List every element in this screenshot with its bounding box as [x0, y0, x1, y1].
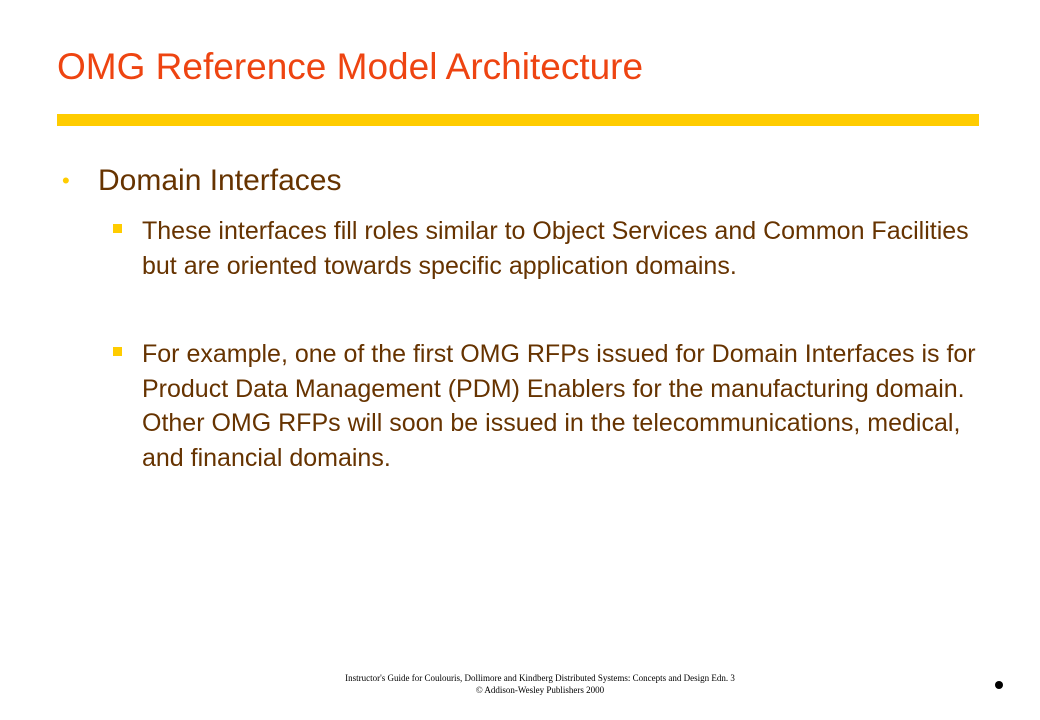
square-bullet-icon [113, 224, 122, 233]
slide-footer: Instructor's Guide for Coulouris, Dollim… [240, 672, 840, 696]
bullet-heading: Domain Interfaces [98, 164, 342, 197]
footer-citation: Instructor's Guide for Coulouris, Dollim… [345, 673, 735, 683]
slide-title: OMG Reference Model Architecture [57, 46, 644, 87]
sub-bullet-text: These interfaces fill roles similar to O… [142, 217, 969, 280]
corner-dot-icon [995, 681, 1003, 689]
sub-bullet-text: For example, one of the first OMG RFPs i… [142, 340, 976, 472]
square-bullet-icon [113, 347, 122, 356]
footer-copyright: © Addison-Wesley Publishers 2000 [475, 685, 605, 695]
title-divider [57, 114, 979, 126]
bullet-dot-icon: • [62, 168, 70, 193]
